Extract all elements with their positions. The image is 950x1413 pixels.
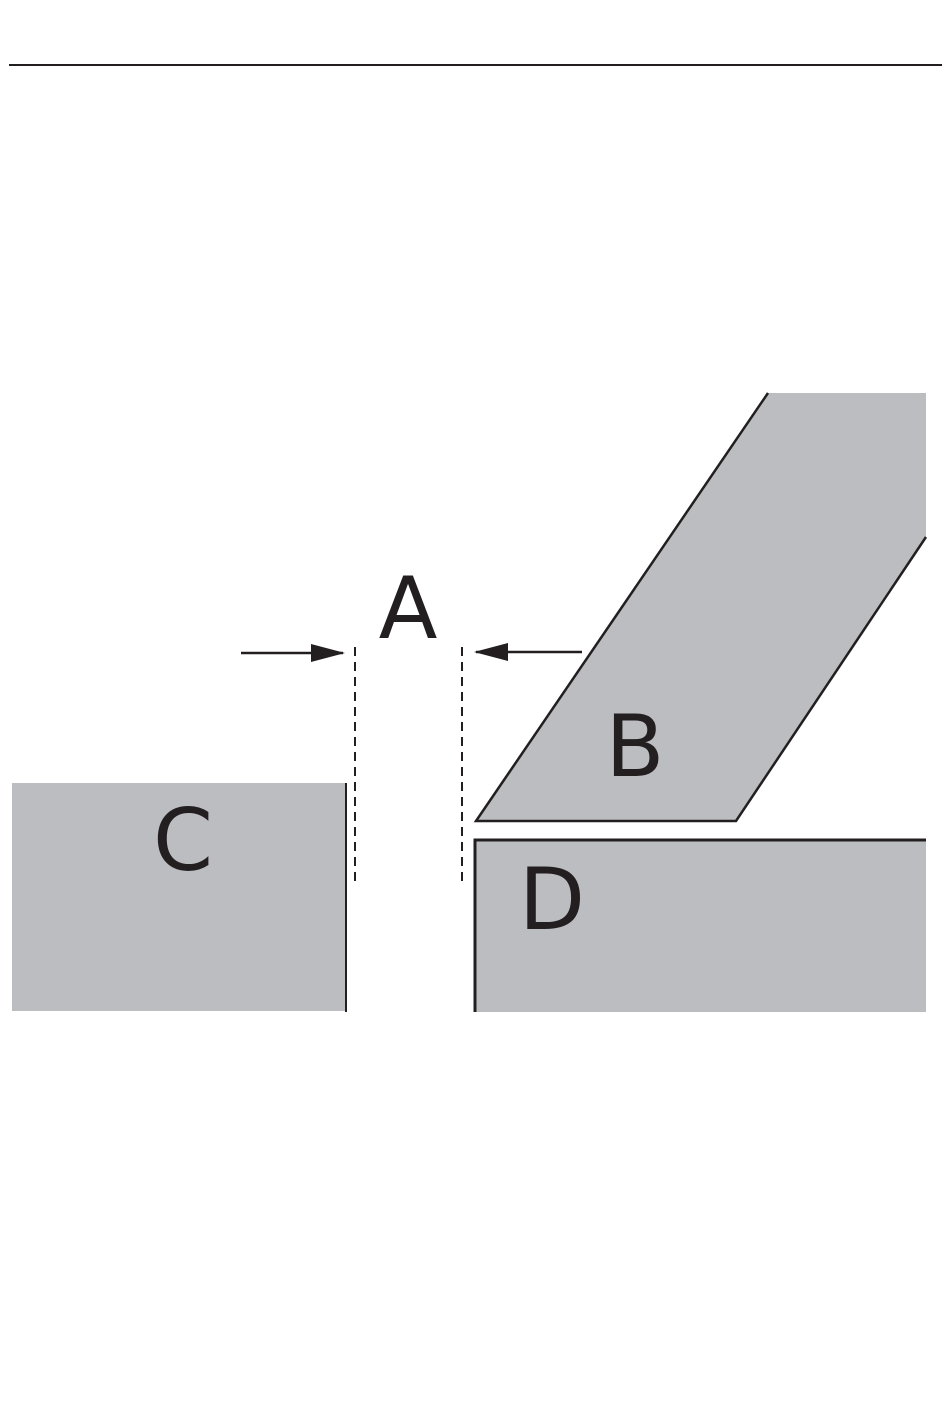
label-b: B bbox=[606, 697, 665, 797]
part-b bbox=[476, 393, 926, 821]
label-c: C bbox=[153, 791, 213, 891]
label-d: D bbox=[519, 850, 585, 950]
label-a: A bbox=[379, 559, 438, 659]
